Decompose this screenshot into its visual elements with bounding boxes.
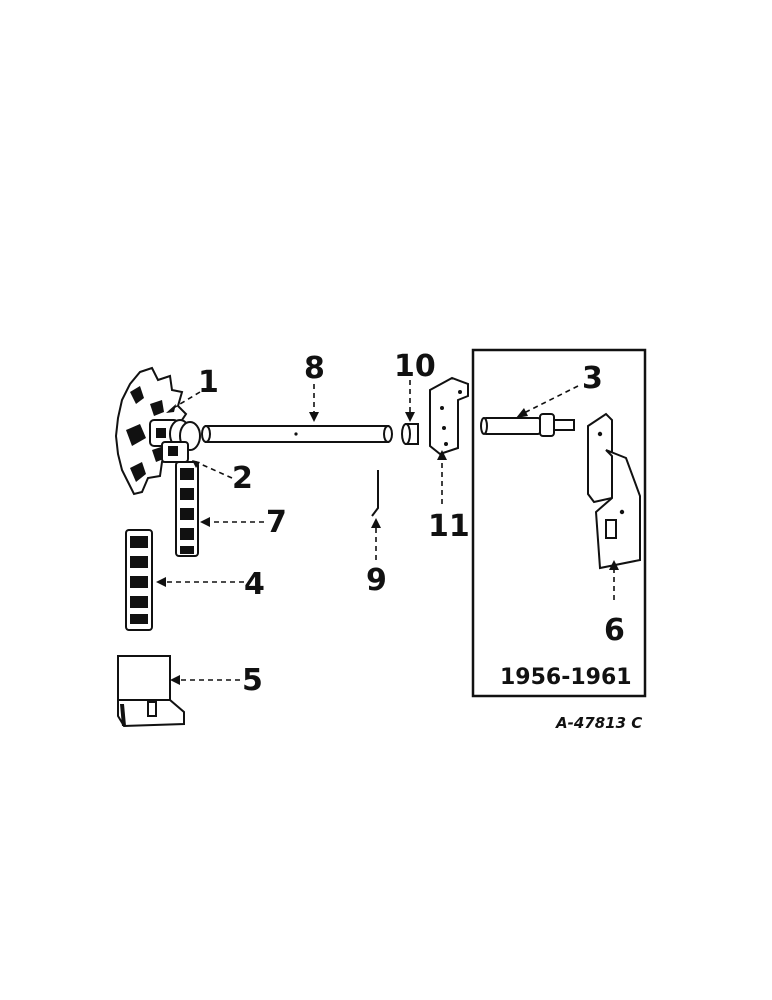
- part-8-shaft: [201, 425, 393, 443]
- callout-2: 2: [232, 461, 253, 496]
- part-4-chain: [125, 529, 153, 631]
- callout-7: 7: [266, 505, 287, 540]
- callout-4: 4: [244, 567, 265, 602]
- callout-1: 1: [198, 365, 219, 400]
- inset-frame: [471, 348, 647, 698]
- part-9-pin: [371, 470, 379, 517]
- callout-11: 11: [428, 509, 470, 544]
- callout-5: 5: [242, 663, 263, 698]
- part-6-bracket: [587, 412, 641, 570]
- callout-10: 10: [394, 349, 436, 384]
- inset-year-range: 1956-1961: [500, 665, 632, 690]
- figure-code: A-47813 C: [555, 714, 642, 732]
- callout-6: 6: [604, 613, 625, 648]
- part-5-bracket: [117, 655, 185, 728]
- callout-labels: 1 2 3 4 5 6 7 8 9 10 11: [198, 349, 625, 698]
- part-2-hub: [161, 421, 201, 463]
- part-3-stud: [480, 413, 575, 437]
- callout-8: 8: [304, 351, 325, 386]
- part-11-plate: [429, 376, 469, 456]
- part-7-chain: [175, 461, 199, 557]
- part-10-bushing: [401, 423, 419, 445]
- arrowheads: [156, 404, 619, 685]
- callout-9: 9: [366, 563, 387, 598]
- callout-3: 3: [582, 361, 603, 396]
